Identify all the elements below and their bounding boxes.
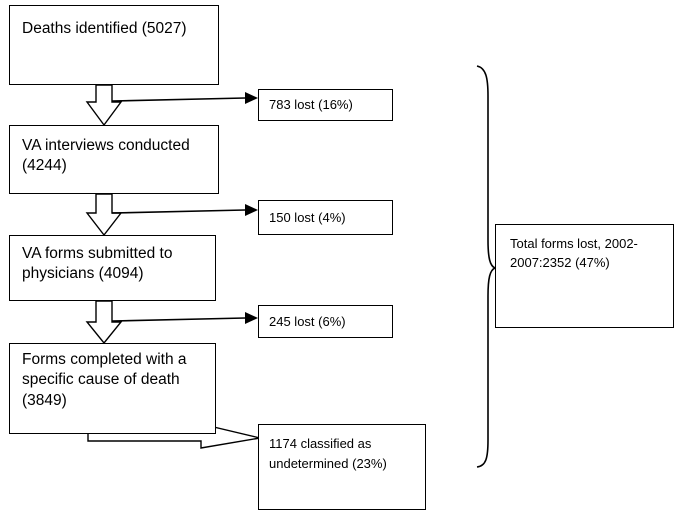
step-label: Forms completed with a specific cause of… (22, 351, 187, 409)
loss-box-150: 150 lost (4%) (258, 200, 393, 235)
loss-label: 1174 classified as undetermined (23%) (269, 436, 387, 471)
loss-line-3 (111, 317, 246, 322)
step-label: Deaths identified (5027) (22, 20, 187, 37)
step-box-forms-completed: Forms completed with a specific cause of… (9, 343, 216, 434)
undetermined-box: 1174 classified as undetermined (23%) (258, 424, 426, 510)
step-box-forms-submitted: VA forms submitted to physicians (4094) (9, 235, 216, 301)
step-label: VA forms submitted to physicians (4094) (22, 245, 173, 283)
loss-arrowhead-3 (245, 312, 258, 324)
step-box-va-interviews: VA interviews conducted (4244) (9, 125, 219, 194)
total-lost-box: Total forms lost, 2002- 2007:2352 (47%) (495, 224, 674, 328)
curly-brace (476, 65, 498, 468)
loss-arrowhead-1 (245, 92, 258, 104)
loss-line-1 (111, 97, 246, 102)
step-box-deaths-identified: Deaths identified (5027) (9, 5, 219, 85)
loss-label: 783 lost (16%) (269, 97, 353, 113)
total-lost-label: Total forms lost, 2002- 2007:2352 (47%) (510, 236, 638, 270)
loss-arrowhead-2 (245, 204, 258, 216)
down-arrow-1 (85, 84, 123, 127)
step-label: VA interviews conducted (4244) (22, 137, 190, 175)
loss-label: 245 lost (6%) (269, 313, 346, 329)
loss-box-783: 783 lost (16%) (258, 89, 393, 121)
loss-line-2 (111, 209, 246, 214)
loss-label: 150 lost (4%) (269, 209, 346, 225)
down-arrow-2 (85, 193, 123, 237)
loss-box-245: 245 lost (6%) (258, 305, 393, 338)
down-arrow-3 (85, 300, 123, 345)
